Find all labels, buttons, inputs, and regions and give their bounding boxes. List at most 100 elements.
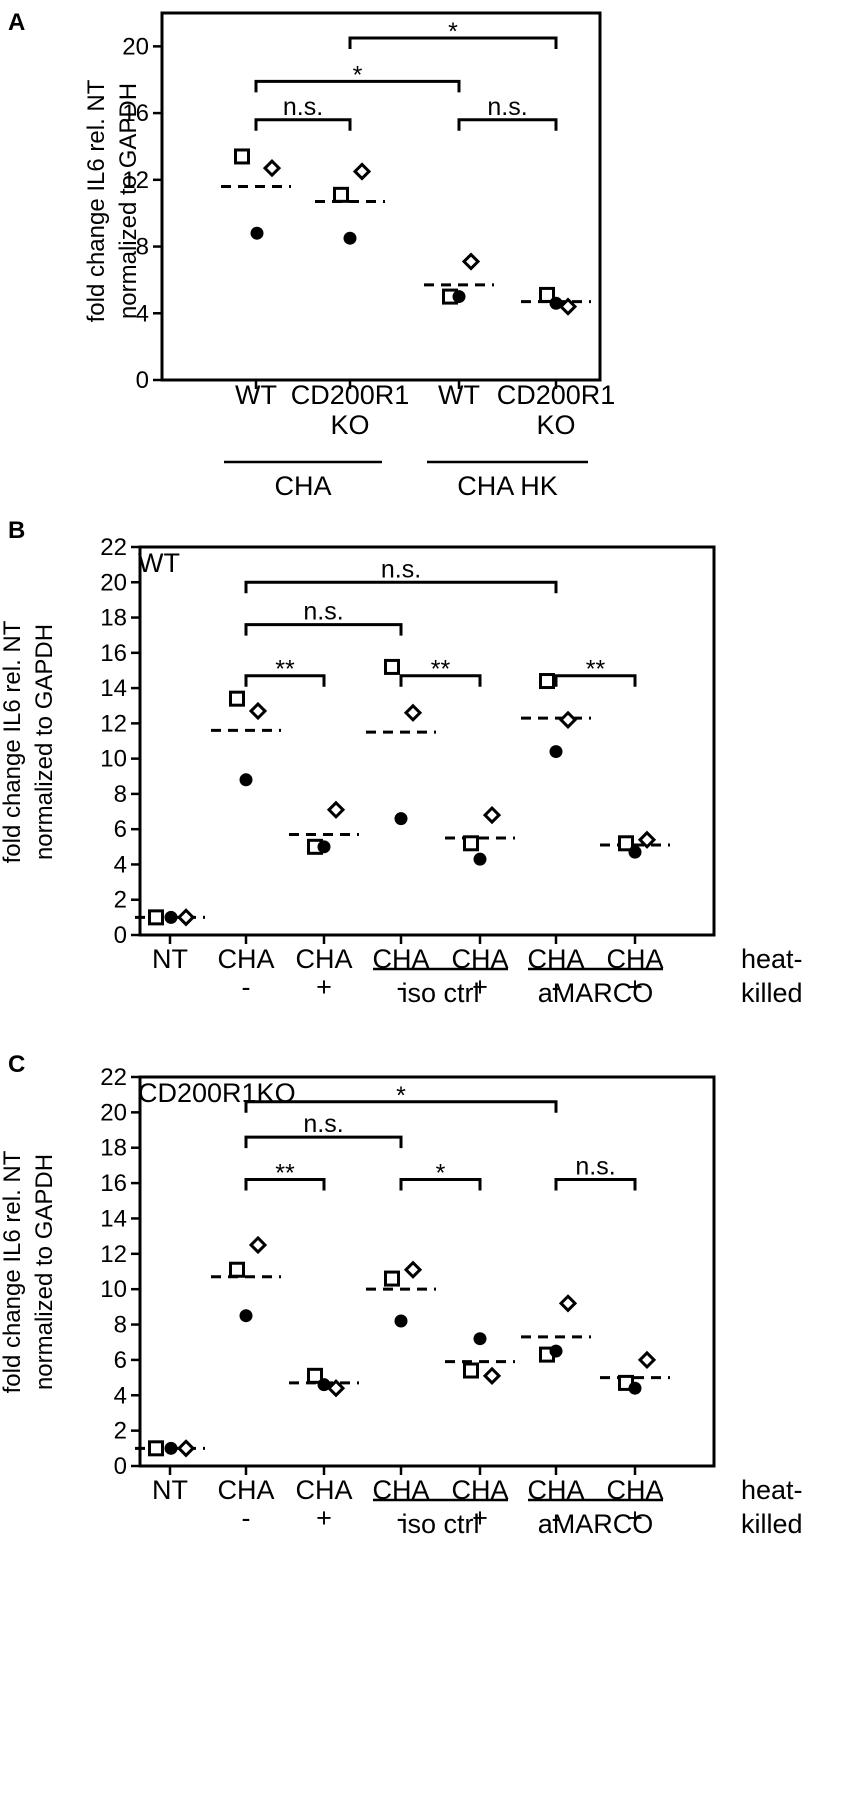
x-tick-label: CHA [295, 1475, 352, 1505]
data-point-square [539, 286, 555, 303]
data-point-circle [164, 1441, 178, 1455]
y-tick-label: 4 [114, 851, 127, 878]
panel-letter: B [8, 517, 25, 544]
y-tick-label: 8 [114, 781, 127, 808]
significance-label: ** [275, 1160, 295, 1188]
side-label: killed [741, 978, 803, 1008]
group-label: aMARCO [538, 1509, 654, 1539]
significance-label: n.s. [381, 555, 421, 583]
y-tick-label: 4 [136, 300, 149, 327]
data-point-circle [239, 1309, 253, 1323]
data-point-diamond [262, 159, 282, 178]
x-tick-label: + [627, 1503, 643, 1533]
y-tick-label: 0 [136, 367, 149, 394]
y-tick-label: 0 [114, 1453, 127, 1480]
data-point-diamond [558, 297, 578, 316]
plot-frame [138, 545, 716, 937]
data-point-square [229, 1261, 245, 1278]
significance-label: ** [586, 656, 606, 684]
data-point-diamond [403, 703, 423, 722]
x-tick-label: - [552, 1503, 561, 1533]
significance-bracket [244, 580, 558, 594]
panel-letter: A [8, 9, 25, 36]
y-tick-label: 6 [114, 816, 127, 843]
data-point-circle [394, 812, 408, 826]
y-axis-label-line-1: fold change IL6 rel. NT [0, 620, 26, 863]
x-tick-label: WT [235, 380, 277, 410]
data-point-diamond [482, 1366, 502, 1385]
y-tick-label: 22 [100, 1064, 127, 1091]
y-tick-label: 4 [114, 1382, 127, 1409]
significance-label: * [436, 1160, 446, 1188]
y-tick-label: 16 [122, 100, 149, 127]
y-tick-label: 14 [100, 1205, 127, 1232]
x-tick-label: NT [152, 944, 188, 974]
x-tick-label: CHA [295, 944, 352, 974]
data-point-diamond [403, 1260, 423, 1279]
data-point-circle [343, 231, 357, 245]
data-point-circle [164, 910, 178, 924]
x-tick-label: CD200R1 [497, 380, 616, 410]
plot-frame [160, 11, 602, 382]
data-point-diamond [461, 252, 481, 271]
y-axis-label-line-1: fold change IL6 rel. NT [83, 79, 110, 322]
x-tick-label: CD200R1 [291, 380, 410, 410]
data-point-square [148, 1440, 164, 1457]
x-tick-label: - [242, 972, 251, 1002]
data-point-square [384, 658, 400, 675]
y-tick-label: 18 [100, 605, 127, 632]
data-point-diamond [352, 162, 372, 181]
y-tick-label: 20 [122, 33, 149, 60]
significance-bracket [244, 1100, 558, 1113]
data-point-square [463, 1362, 479, 1379]
significance-bracket [244, 1135, 403, 1149]
data-point-diamond [558, 710, 578, 729]
y-tick-label: 14 [100, 675, 127, 702]
significance-bracket [254, 118, 352, 131]
data-point-circle [628, 1381, 642, 1395]
y-tick-label: 0 [114, 922, 127, 949]
y-axis-label-line-1: fold change IL6 rel. NT [0, 1150, 26, 1393]
data-point-diamond [637, 830, 657, 849]
y-tick-label: 2 [114, 1418, 127, 1445]
x-tick-label: + [316, 1503, 332, 1533]
x-tick-label: + [627, 972, 643, 1002]
significance-bracket [457, 118, 558, 131]
significance-bracket [554, 1178, 637, 1191]
x-tick-label: KO [330, 410, 369, 440]
data-point-circle [549, 296, 563, 310]
significance-bracket [254, 79, 461, 93]
significance-label: * [448, 18, 458, 46]
significance-label: n.s. [303, 1110, 343, 1138]
data-point-square [384, 1270, 400, 1287]
x-tick-label: - [242, 1503, 251, 1533]
data-point-diamond [176, 1439, 196, 1458]
side-label: heat- [741, 944, 803, 974]
x-tick-label: + [316, 972, 332, 1002]
data-point-diamond [326, 1379, 346, 1398]
x-tick-label: CHA [217, 1475, 274, 1505]
y-tick-label: 10 [100, 746, 127, 773]
significance-label: ** [275, 656, 295, 684]
x-tick-label: - [397, 1503, 406, 1533]
y-tick-label: 12 [100, 1241, 127, 1268]
y-axis-label-line-2: normalized to GAPDH [31, 1154, 58, 1390]
data-point-circle [317, 1378, 331, 1392]
side-label: heat- [741, 1475, 803, 1505]
group-label: iso ctrl [401, 978, 479, 1008]
significance-bracket [348, 36, 558, 50]
y-axis-label-line-2: normalized to GAPDH [31, 624, 58, 860]
x-tick-label: - [552, 972, 561, 1002]
data-point-square [229, 690, 245, 707]
data-point-circle [250, 226, 264, 240]
data-point-diamond [326, 800, 346, 819]
y-tick-label: 12 [100, 710, 127, 737]
data-point-diamond [176, 908, 196, 927]
panel-subtitle: CD200R1KO [138, 1078, 296, 1108]
data-point-square [333, 186, 349, 203]
